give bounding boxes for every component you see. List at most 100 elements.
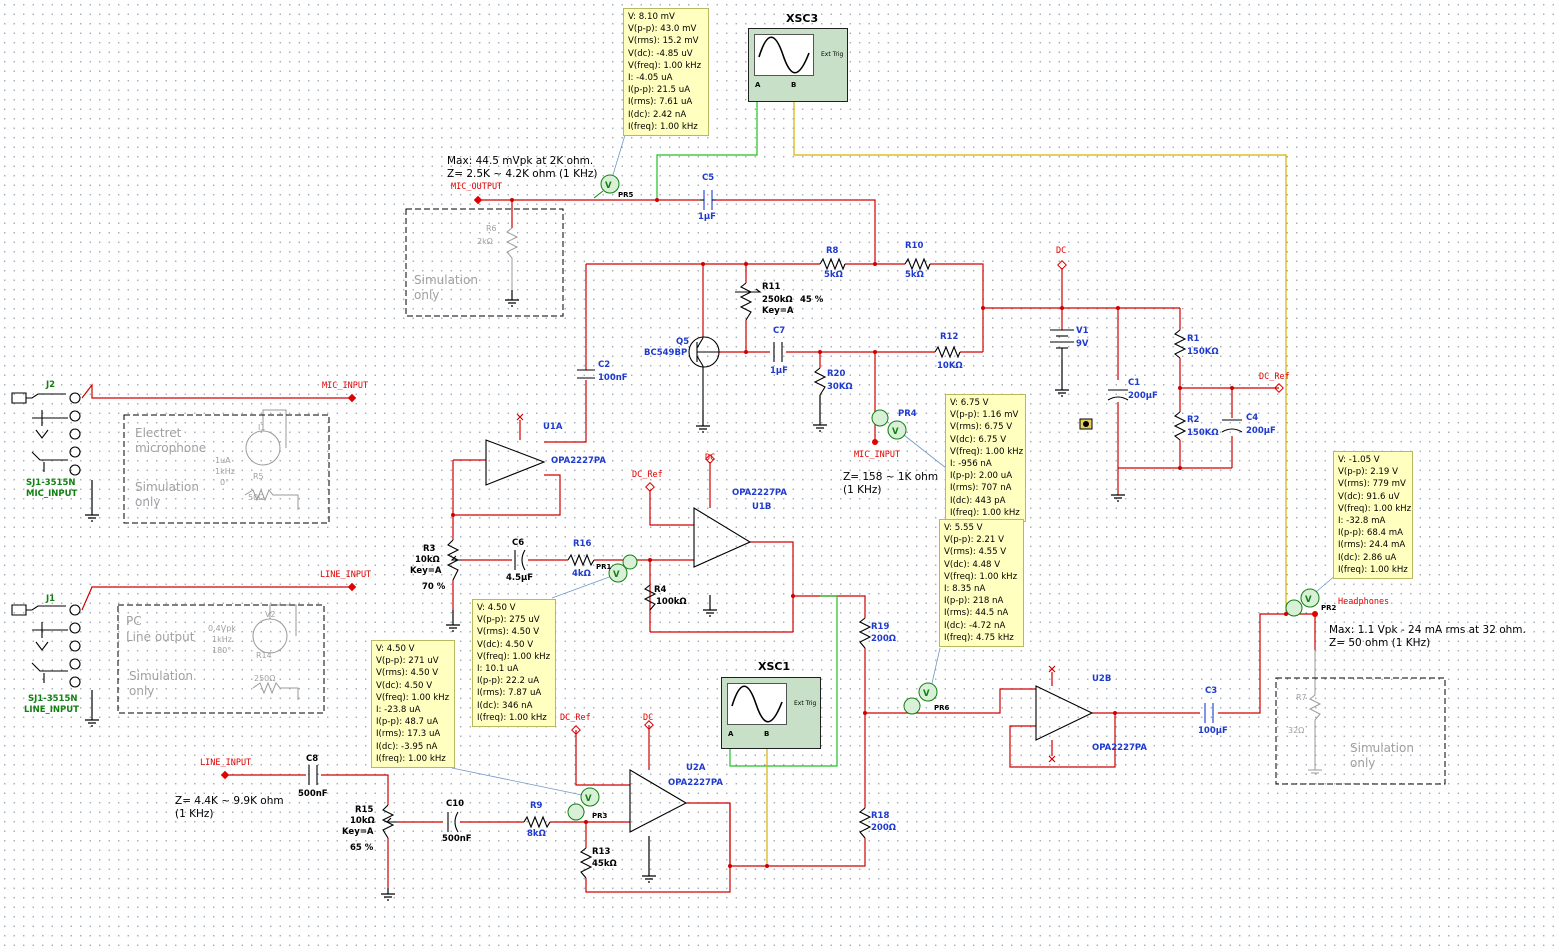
probe-reading: V(dc): 4.50 V: [376, 680, 433, 691]
resistor-r16[interactable]: [567, 553, 595, 567]
probe-reading: V: 4.50 V: [477, 603, 516, 613]
svg-text:DC_Ref: DC_Ref: [1259, 372, 1290, 382]
resistor-r19[interactable]: [858, 617, 872, 649]
svg-text:Max: 1.1 Vpk - 24 mA rms at 32: Max: 1.1 Vpk - 24 mA rms at 32 ohm.: [1329, 624, 1526, 636]
probe-reading: V(p-p): 43.0 mV: [628, 24, 697, 35]
svg-text:SJ1-3515N: SJ1-3515N: [28, 694, 78, 704]
opamp-u2a[interactable]: [629, 769, 688, 833]
resistor-r13[interactable]: [579, 847, 593, 879]
capacitor-c2[interactable]: [577, 369, 595, 379]
probe-reading: V(rms): 779 mV: [1338, 479, 1406, 490]
ext-trig-label: Ext Trig: [821, 51, 844, 58]
probe-reading: I(dc): 2.42 nA: [628, 109, 687, 120]
potentiometer-r3[interactable]: [446, 539, 462, 581]
capacitor-c8[interactable]: [308, 765, 318, 785]
svg-text:PR4: PR4: [898, 409, 917, 419]
jack-labels: J2 SJ1-3515N MIC_INPUT J1 SJ1-3515N LINE…: [24, 380, 79, 715]
resistor-r10[interactable]: [904, 257, 931, 271]
capacitor-c10[interactable]: [447, 811, 459, 833]
probe-pr5-icon: V: [593, 174, 620, 199]
grounds: [85, 290, 1125, 901]
capacitor-c5[interactable]: [700, 190, 716, 210]
resistor-r9[interactable]: [523, 815, 551, 829]
resistor-r4[interactable]: [643, 584, 657, 611]
svg-text:R12: R12: [940, 332, 958, 342]
svg-text:PR1: PR1: [596, 563, 612, 571]
svg-text:2kΩ: 2kΩ: [477, 237, 493, 246]
probe-icons[interactable]: V V V V V V: [567, 174, 1320, 821]
svg-text:5kΩ: 5kΩ: [824, 270, 843, 280]
svg-text:OPA2227PA: OPA2227PA: [551, 456, 606, 466]
capacitor-c6[interactable]: [514, 549, 526, 571]
resistor-r1[interactable]: [1173, 329, 1187, 359]
opamp-u1a[interactable]: [485, 439, 546, 486]
svg-text:BC549BP: BC549BP: [644, 348, 687, 358]
sine-wave-icon: [758, 36, 810, 74]
jack-j1[interactable]: [11, 604, 81, 688]
probe-reading: V(freq): 1.00 kHz: [1338, 503, 1412, 514]
svg-text:45 %: 45 %: [800, 295, 824, 305]
potentiometer-r15[interactable]: [381, 804, 397, 839]
svg-text:only: only: [129, 684, 154, 698]
svg-text:200Ω: 200Ω: [871, 634, 896, 644]
resistor-r2[interactable]: [1173, 411, 1187, 441]
ext-trig-label: Ext Trig: [794, 700, 817, 707]
svg-text:R1: R1: [1187, 334, 1200, 344]
svg-text:I1: I1: [258, 423, 265, 432]
opamp-u2b[interactable]: [1035, 685, 1094, 741]
scope-xsc3[interactable]: Ext Trig A B: [748, 28, 848, 102]
probe-reading: I(freq): 1.00 kHz: [1338, 564, 1408, 575]
probe-reading: I(p-p): 218 nA: [944, 596, 1004, 607]
svg-text:R4: R4: [654, 585, 667, 595]
svg-text:R13: R13: [592, 847, 610, 857]
resistor-r8[interactable]: [819, 257, 846, 271]
resistor-r20[interactable]: [813, 367, 827, 396]
resistor-r18[interactable]: [858, 807, 872, 839]
svg-text:DC: DC: [643, 713, 653, 723]
resistor-r12[interactable]: [934, 345, 961, 359]
probe-reading: I: -32.8 mA: [1338, 516, 1386, 527]
svg-text:PC: PC: [126, 614, 142, 628]
scope-xsc1[interactable]: Ext Trig A B: [721, 677, 821, 749]
opamp-u1b[interactable]: [693, 507, 752, 568]
jack-j2[interactable]: [11, 392, 81, 476]
svg-text:250Ω: 250Ω: [254, 674, 275, 683]
svg-text:C5: C5: [702, 173, 714, 183]
battery-v1[interactable]: [1050, 329, 1074, 360]
transistor-q5[interactable]: [688, 336, 720, 410]
junctions: [451, 198, 1288, 868]
probe-reading: V(dc): 4.50 V: [477, 639, 534, 650]
notes: Max: 44.5 mVpk at 2K ohm. Z= 2.5K ~ 4.2K…: [175, 155, 1526, 820]
capacitor-c3[interactable]: [1204, 703, 1214, 723]
potentiometer-r11[interactable]: [735, 282, 762, 321]
svg-text:45kΩ: 45kΩ: [592, 859, 617, 869]
svg-text:Key=A: Key=A: [762, 306, 794, 316]
net-connectors[interactable]: [220, 195, 1318, 780]
svg-text:LINE_INPUT: LINE_INPUT: [24, 705, 79, 715]
box-labels: Simulation only Electret microphone Simu…: [126, 273, 1414, 770]
scope-screen: [727, 683, 787, 725]
svg-text:Q5: Q5: [676, 337, 689, 347]
svg-text:only: only: [1350, 756, 1375, 770]
probe-pr2-icon: V: [1285, 588, 1320, 617]
svg-text:V: V: [892, 427, 899, 437]
probe-pr3-icon: V: [567, 787, 600, 821]
capacitor-c7[interactable]: [773, 342, 783, 362]
svg-text:4kΩ: 4kΩ: [572, 569, 591, 579]
capacitor-c4[interactable]: [1221, 419, 1243, 433]
svg-text:C2: C2: [598, 360, 610, 370]
probe-reading: V(dc): 6.75 V: [950, 434, 1007, 445]
capacitor-c1[interactable]: [1107, 389, 1129, 401]
svg-text:150KΩ: 150KΩ: [1187, 428, 1219, 438]
svg-text:Electret: Electret: [135, 426, 182, 440]
probe-reading: I: -4.05 uA: [628, 73, 673, 84]
scope-xsc3-title: XSC3: [786, 12, 819, 25]
svg-text:DC_Ref: DC_Ref: [632, 470, 663, 480]
